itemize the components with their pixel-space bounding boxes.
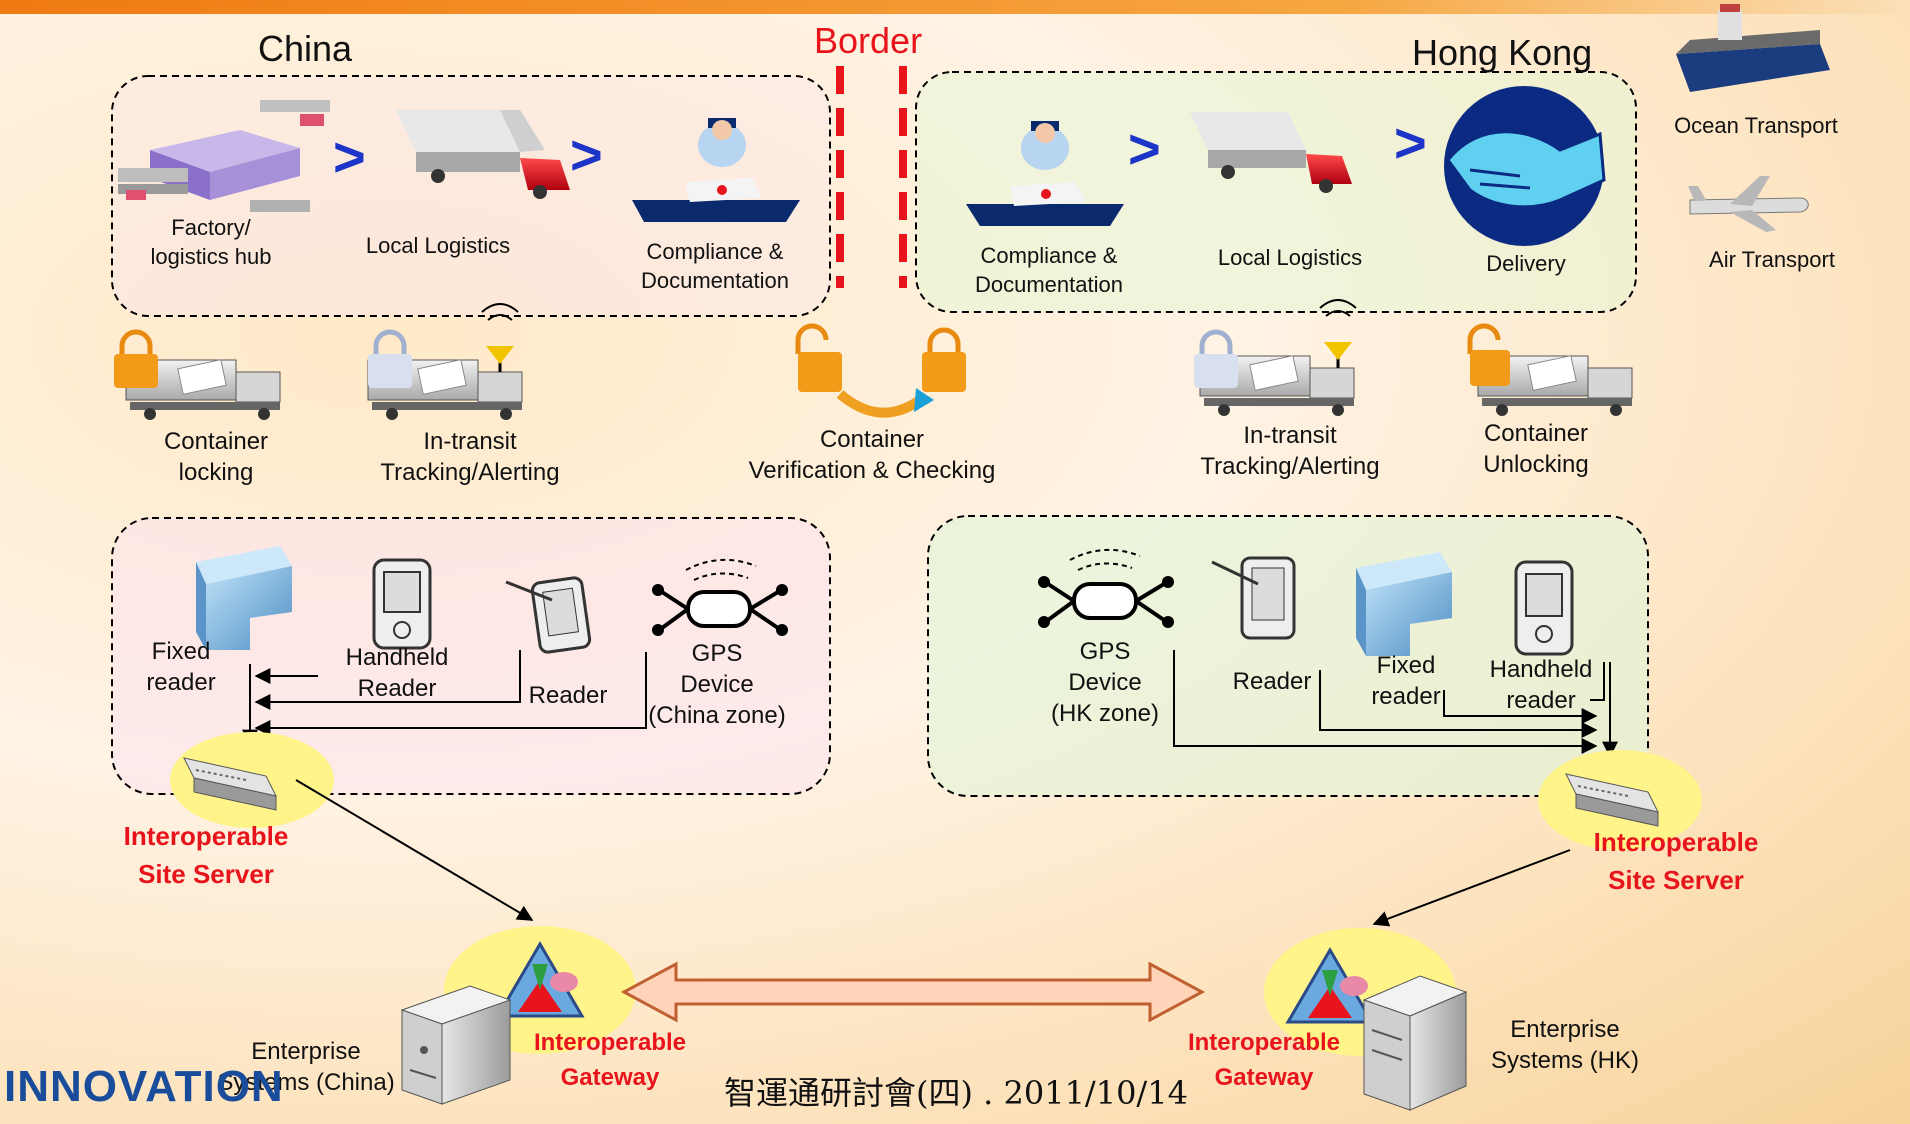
site-server-icon [183, 757, 277, 811]
factory-hub-icon [118, 100, 330, 212]
hk-device-lines [1173, 650, 1618, 758]
enterprise-server-icon [1362, 975, 1468, 1111]
innovation-logo: INNOVATION [4, 1062, 284, 1111]
lock-closed-icon [922, 327, 966, 392]
hk-server-to-gateway-arrow [1372, 849, 1571, 927]
ocean-transport-label: Ocean Transport [1674, 113, 1838, 138]
bidirectional-arrow [620, 961, 1206, 1023]
truck-icon [396, 110, 570, 199]
lock-closed-icon [114, 329, 158, 388]
truck-icon [1190, 112, 1352, 193]
verification-arrow-icon [836, 388, 934, 418]
step-label-compliance: Compliance &Documentation [975, 243, 1123, 297]
reader-tablet-icon [1211, 556, 1296, 640]
customs-officer-icon [632, 118, 800, 222]
region-title-china: China [258, 28, 353, 69]
handshake-icon [1444, 86, 1606, 246]
ship-icon [1676, 4, 1830, 92]
step-label-local-logistics: Local Logistics [1217, 245, 1363, 270]
lock-closed-icon [368, 329, 412, 388]
region-title-border: Border [814, 20, 923, 61]
lock-open-icon [1467, 323, 1510, 386]
chevron-icon: > [1394, 111, 1427, 174]
region-title-hong-kong: Hong Kong [1412, 32, 1593, 73]
chevron-icon: > [570, 123, 603, 186]
handheld-reader-icon [372, 558, 432, 650]
step-label-compliance: Compliance &Documentation [641, 239, 789, 293]
fixed-reader-icon [196, 546, 292, 650]
fixed-reader-icon [1356, 552, 1452, 656]
device-label-reader: Reader [1232, 668, 1312, 695]
air-transport-label: Air Transport [1709, 247, 1835, 272]
antenna-icon [1319, 299, 1357, 368]
airplane-icon [1688, 176, 1809, 232]
gateway-icon [1285, 947, 1375, 1024]
step-label-factory: Factory/logistics hub [150, 215, 272, 269]
china-device-lines [242, 650, 647, 746]
lock-closed-icon [1194, 329, 1238, 388]
gateway-icon [495, 941, 585, 1018]
enterprise-server-icon [400, 985, 512, 1105]
antenna-icon [481, 303, 519, 372]
handheld-reader-icon [1514, 560, 1574, 656]
step-label-local-logistics: Local Logistics [365, 233, 511, 258]
step-label-delivery: Delivery [1486, 251, 1566, 276]
chevron-icon: > [333, 125, 366, 188]
top-accent-bar [0, 0, 1910, 14]
lock-open-icon [795, 323, 842, 392]
china-server-to-gateway-arrow [295, 779, 534, 921]
footer-text: 智運通研討會(四) . 2011/10/14 [724, 1074, 1188, 1112]
site-server-icon [1565, 773, 1659, 827]
gps-device-icon [1038, 548, 1174, 628]
customs-officer-icon [966, 121, 1124, 226]
china-process-box [111, 75, 831, 317]
reader-tablet-icon [505, 576, 592, 654]
container-truck-icon [1199, 355, 1355, 416]
chevron-icon: > [1128, 117, 1161, 180]
device-label-reader: Reader [528, 682, 608, 709]
gps-device-icon [652, 558, 788, 636]
